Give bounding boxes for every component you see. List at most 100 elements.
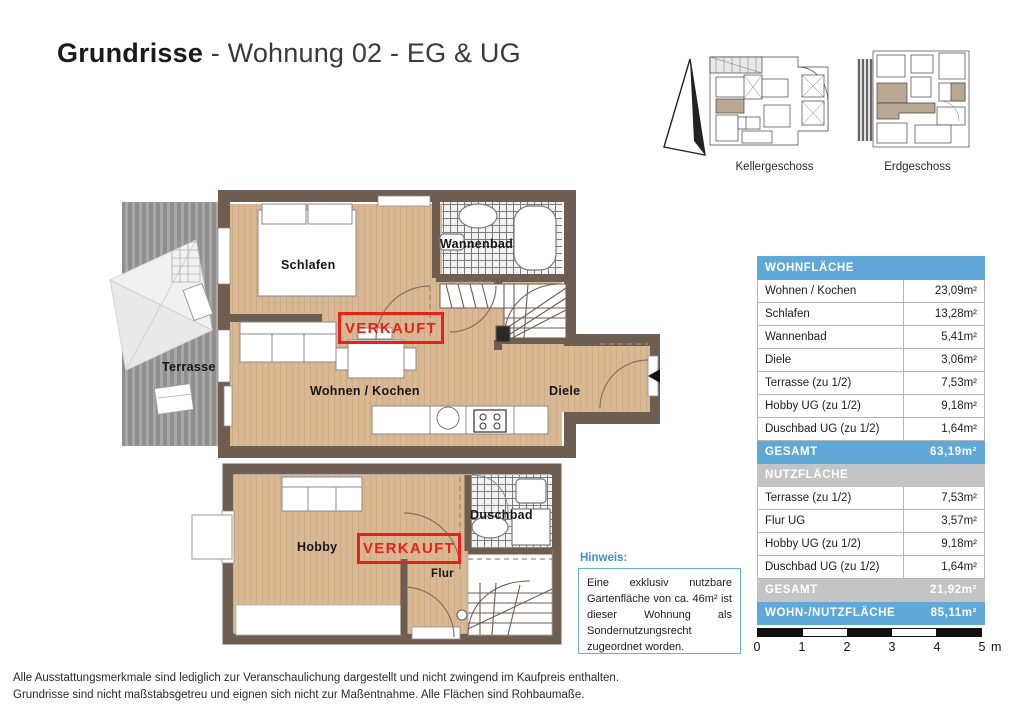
row-label: Diele [757,348,904,372]
row-label: GESAMT [757,440,904,464]
bed-furniture [257,203,357,297]
room-label-wohnen-kochen: Wohnen / Kochen [310,384,420,398]
terrace-grid-detail [171,241,201,283]
scale-bar-segments [757,628,982,637]
hobby-sofa [281,476,363,512]
hinweis-box: Eine exklusiv nutzbare Gartenfläche von … [578,568,741,654]
room-label-schlafen: Schlafen [281,258,336,272]
room-label-hobby: Hobby [297,540,338,554]
door-swings [375,285,649,409]
room-label-diele: Diele [549,384,581,398]
room-label-duschbad: Duschbad [470,508,533,522]
row-value: 5,41m² [903,325,985,349]
table-row: Schlafen 13,28m² [757,302,985,326]
row-label: Terrasse (zu 1/2) [757,486,904,510]
table-row-total-wohnflaeche: GESAMT 63,19m² [757,440,985,464]
row-label: Flur UG [757,509,904,533]
table-row-grand-total: WOHN-/NUTZFLÄCHE 85,11m² [757,601,985,625]
scale-tick: 4 [933,640,941,654]
row-value: 63,19m² [903,440,985,464]
sold-stamp-upper: VERKAUFT [338,312,444,344]
floor-plans: Schlafen Wannenbad Wohnen / Kochen Diele… [109,190,660,645]
table-row: Hobby UG (zu 1/2) 9,18m² [757,532,985,556]
upper-floor-plan-erdgeschoss [109,190,660,458]
row-label: Duschbad UG (zu 1/2) [757,555,904,579]
row-value: 3,57m² [903,509,985,533]
row-value: 7,53m² [903,371,985,395]
keyplan-kellergeschoss [709,56,829,146]
table-row: Hobby UG (zu 1/2) 9,18m² [757,394,985,418]
staircase-upper [439,283,567,343]
page-title-rest: - Wohnung 02 - EG & UG [203,38,521,68]
table-header-nutzflaeche: NUTZFLÄCHE [757,463,985,487]
row-label: Schlafen [757,302,904,326]
row-value: 9,18m² [903,532,985,556]
scale-bar: 0 1 2 3 4 5 m [753,628,1002,658]
page-title-bold: Grundrisse [57,38,204,68]
row-label: Wannenbad [757,325,904,349]
header-label-wohnflaeche: WOHNFLÄCHE [757,256,985,280]
hinweis-label: Hinweis: [580,552,628,564]
key-plans: Kellergeschoss Erdgeschoss [650,33,990,183]
scale-tick: 0 [753,640,761,654]
disclaimer: Alle Ausstattungsmerkmale sind lediglich… [13,670,773,704]
terrace-loungers [153,282,214,415]
lower-windows [191,510,461,640]
table-row: Flur UG 3,57m² [757,509,985,533]
disclaimer-line-2: Grundrisse sind nicht maßstabsgetreu und… [13,689,585,701]
table-row: Wannenbad 5,41m² [757,325,985,349]
table-row: Terrasse (zu 1/2) 7,53m² [757,486,985,510]
scale-unit: m [991,640,1002,654]
row-label: WOHN-/NUTZFLÄCHE [757,601,904,625]
lower-interior-walls [400,475,552,635]
room-label-flur: Flur [431,568,454,580]
scale-tick: 1 [798,640,806,654]
lower-floor-plan-untergeschoss [191,463,562,645]
north-arrow-icon [663,58,706,156]
row-label: GESAMT [757,578,904,602]
scale-bar-ticks: 0 1 2 3 4 5 m [753,640,1002,658]
disclaimer-line-1: Alle Ausstattungsmerkmale sind lediglich… [13,672,620,684]
keyplan-erdgeschoss [857,50,970,148]
row-value: 7,53m² [903,486,985,510]
kitchen-counter [371,405,549,435]
dining-furniture [335,327,417,379]
row-value: 1,64m² [903,417,985,441]
scale-tick: 2 [843,640,851,654]
table-row: Duschbad UG (zu 1/2) 1,64m² [757,417,985,441]
scale-segment [891,629,937,636]
table-row: Duschbad UG (zu 1/2) 1,64m² [757,555,985,579]
row-label: Wohnen / Kochen [757,279,904,303]
row-label: Duschbad UG (zu 1/2) [757,417,904,441]
row-label: Hobby UG (zu 1/2) [757,532,904,556]
row-value: 23,09m² [903,279,985,303]
scale-segment [758,629,803,636]
duschbad-fixtures [471,474,552,547]
sofa-furniture [239,321,337,363]
table-row: Wohnen / Kochen 23,09m² [757,279,985,303]
page-title: Grundrisse - Wohnung 02 - EG & UG [57,38,521,69]
row-value: 85,11m² [903,601,985,625]
row-value: 1,64m² [903,555,985,579]
scale-tick: 5 [978,640,986,654]
scale-tick: 3 [888,640,896,654]
row-value: 3,06m² [903,348,985,372]
keyplan-caption-kellergeschoss: Kellergeschoss [735,161,814,173]
scale-segment [802,629,848,636]
row-label: Hobby UG (zu 1/2) [757,394,904,418]
row-value: 13,28m² [903,302,985,326]
table-row: Terrasse (zu 1/2) 7,53m² [757,371,985,395]
table-row: Diele 3,06m² [757,348,985,372]
table-row-total-nutzflaeche: GESAMT 21,92m² [757,578,985,602]
scale-segment [936,629,981,636]
header-label-nutzflaeche: NUTZFLÄCHE [757,463,985,487]
staircase-lower [456,580,553,636]
row-label: Terrasse (zu 1/2) [757,371,904,395]
room-label-wannenbad: Wannenbad [440,237,514,251]
lower-door-dashes [459,475,552,563]
wannenbad-fixtures [439,202,562,274]
area-table: WOHNFLÄCHE Wohnen / Kochen 23,09m² Schla… [757,256,985,625]
room-label-terrasse: Terrasse [162,360,216,374]
entrance-marker-icon [648,369,660,383]
table-header-wohnflaeche: WOHNFLÄCHE [757,256,985,280]
